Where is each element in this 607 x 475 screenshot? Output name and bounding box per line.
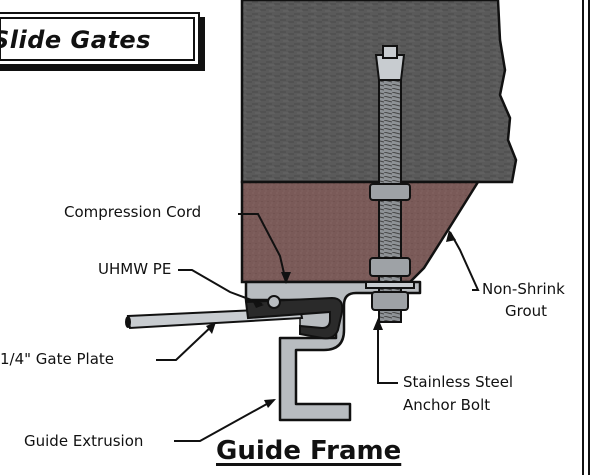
page-frame bbox=[582, 0, 590, 475]
leader-lines bbox=[156, 213, 480, 442]
title-box-inner-border bbox=[0, 17, 195, 61]
anchor-bolt bbox=[365, 45, 415, 323]
title-box: Slide Gates bbox=[0, 12, 200, 66]
diagram-caption: Guide Frame bbox=[216, 436, 402, 466]
label-compression-cord: Compression Cord bbox=[64, 203, 202, 221]
guide-extrusion bbox=[244, 280, 422, 422]
gate-plate-end bbox=[125, 316, 131, 328]
label-grout-line2: Grout bbox=[505, 302, 548, 320]
label-grout-line1: Non-Shrink bbox=[482, 280, 565, 298]
grout-block bbox=[240, 180, 481, 284]
label-guide-extrusion: Guide Extrusion bbox=[24, 432, 144, 450]
uhmw-pe-seal bbox=[244, 296, 344, 340]
diagram-title: Slide Gates bbox=[0, 26, 151, 54]
label-uhmw-pe: UHMW PE bbox=[98, 260, 172, 278]
label-bolt-line2: Anchor Bolt bbox=[403, 396, 491, 414]
label-gate-plate: 1/4" Gate Plate bbox=[0, 350, 115, 368]
compression-cord bbox=[267, 295, 281, 309]
leader-arrowheads bbox=[206, 230, 456, 408]
label-bolt-line1: Stainless Steel bbox=[403, 373, 514, 391]
